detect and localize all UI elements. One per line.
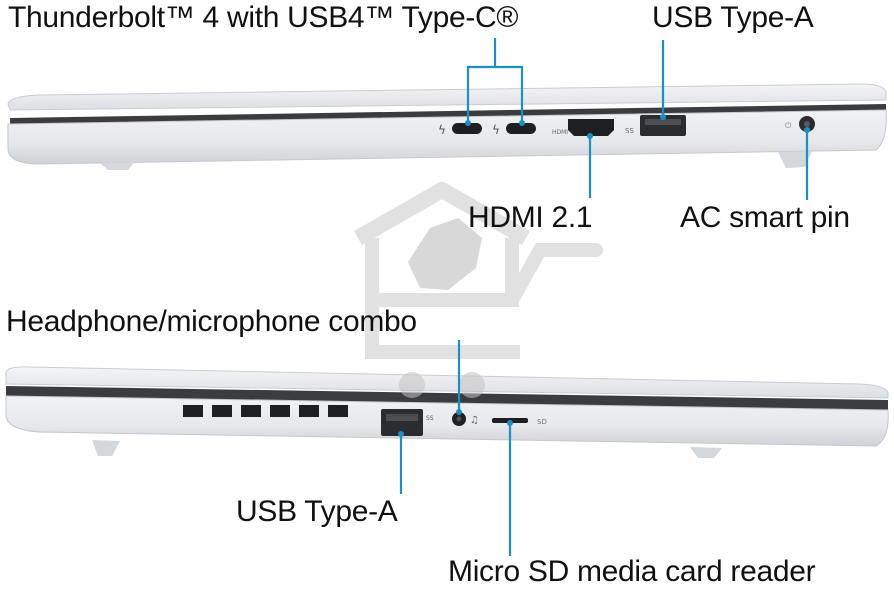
- usb-a-port-left: SS: [381, 409, 434, 436]
- headphone-icon: ♫: [470, 415, 479, 426]
- thunderbolt-port-2: ϟ: [492, 123, 536, 137]
- callout-thunderbolt: [466, 38, 524, 123]
- usb-a-port-right: SS: [625, 115, 686, 136]
- headphone-jack: ♫: [452, 412, 479, 426]
- ac-pin-label: AC smart pin: [680, 201, 850, 234]
- sd-marking: SD: [537, 418, 547, 426]
- usb-a-left-label: USB Type-A: [236, 495, 398, 528]
- hdmi-port: HDMI: [552, 119, 614, 136]
- hdmi-label: HDMI 2.1: [468, 201, 593, 234]
- laptop-right-side: ϟ ϟ HDMI SS ⏻: [7, 83, 887, 170]
- callout-lines: [398, 38, 810, 556]
- headphone-label: Headphone/microphone combo: [6, 305, 417, 338]
- thunderbolt-label: Thunderbolt™ 4 with USB4™ Type-C®: [8, 1, 519, 34]
- lightning-bolt-icon: ϟ: [492, 123, 500, 137]
- usb-ss-marking: SS: [625, 127, 634, 135]
- usb-ss-marking: SS: [426, 415, 434, 422]
- lightning-bolt-icon: ϟ: [438, 123, 446, 137]
- thunderbolt-port-1: ϟ: [438, 123, 482, 137]
- hdmi-marking: HDMI: [552, 129, 568, 136]
- air-vents: [183, 405, 348, 417]
- house-wolf-cart-logo: [354, 182, 603, 398]
- microsd-label: Micro SD media card reader: [448, 555, 816, 588]
- usb-a-right-label: USB Type-A: [652, 1, 814, 34]
- ac-smart-pin-port: ⏻: [785, 116, 815, 132]
- laptop-left-side: SS ♫ SD: [5, 366, 889, 458]
- power-icon: ⏻: [785, 121, 792, 130]
